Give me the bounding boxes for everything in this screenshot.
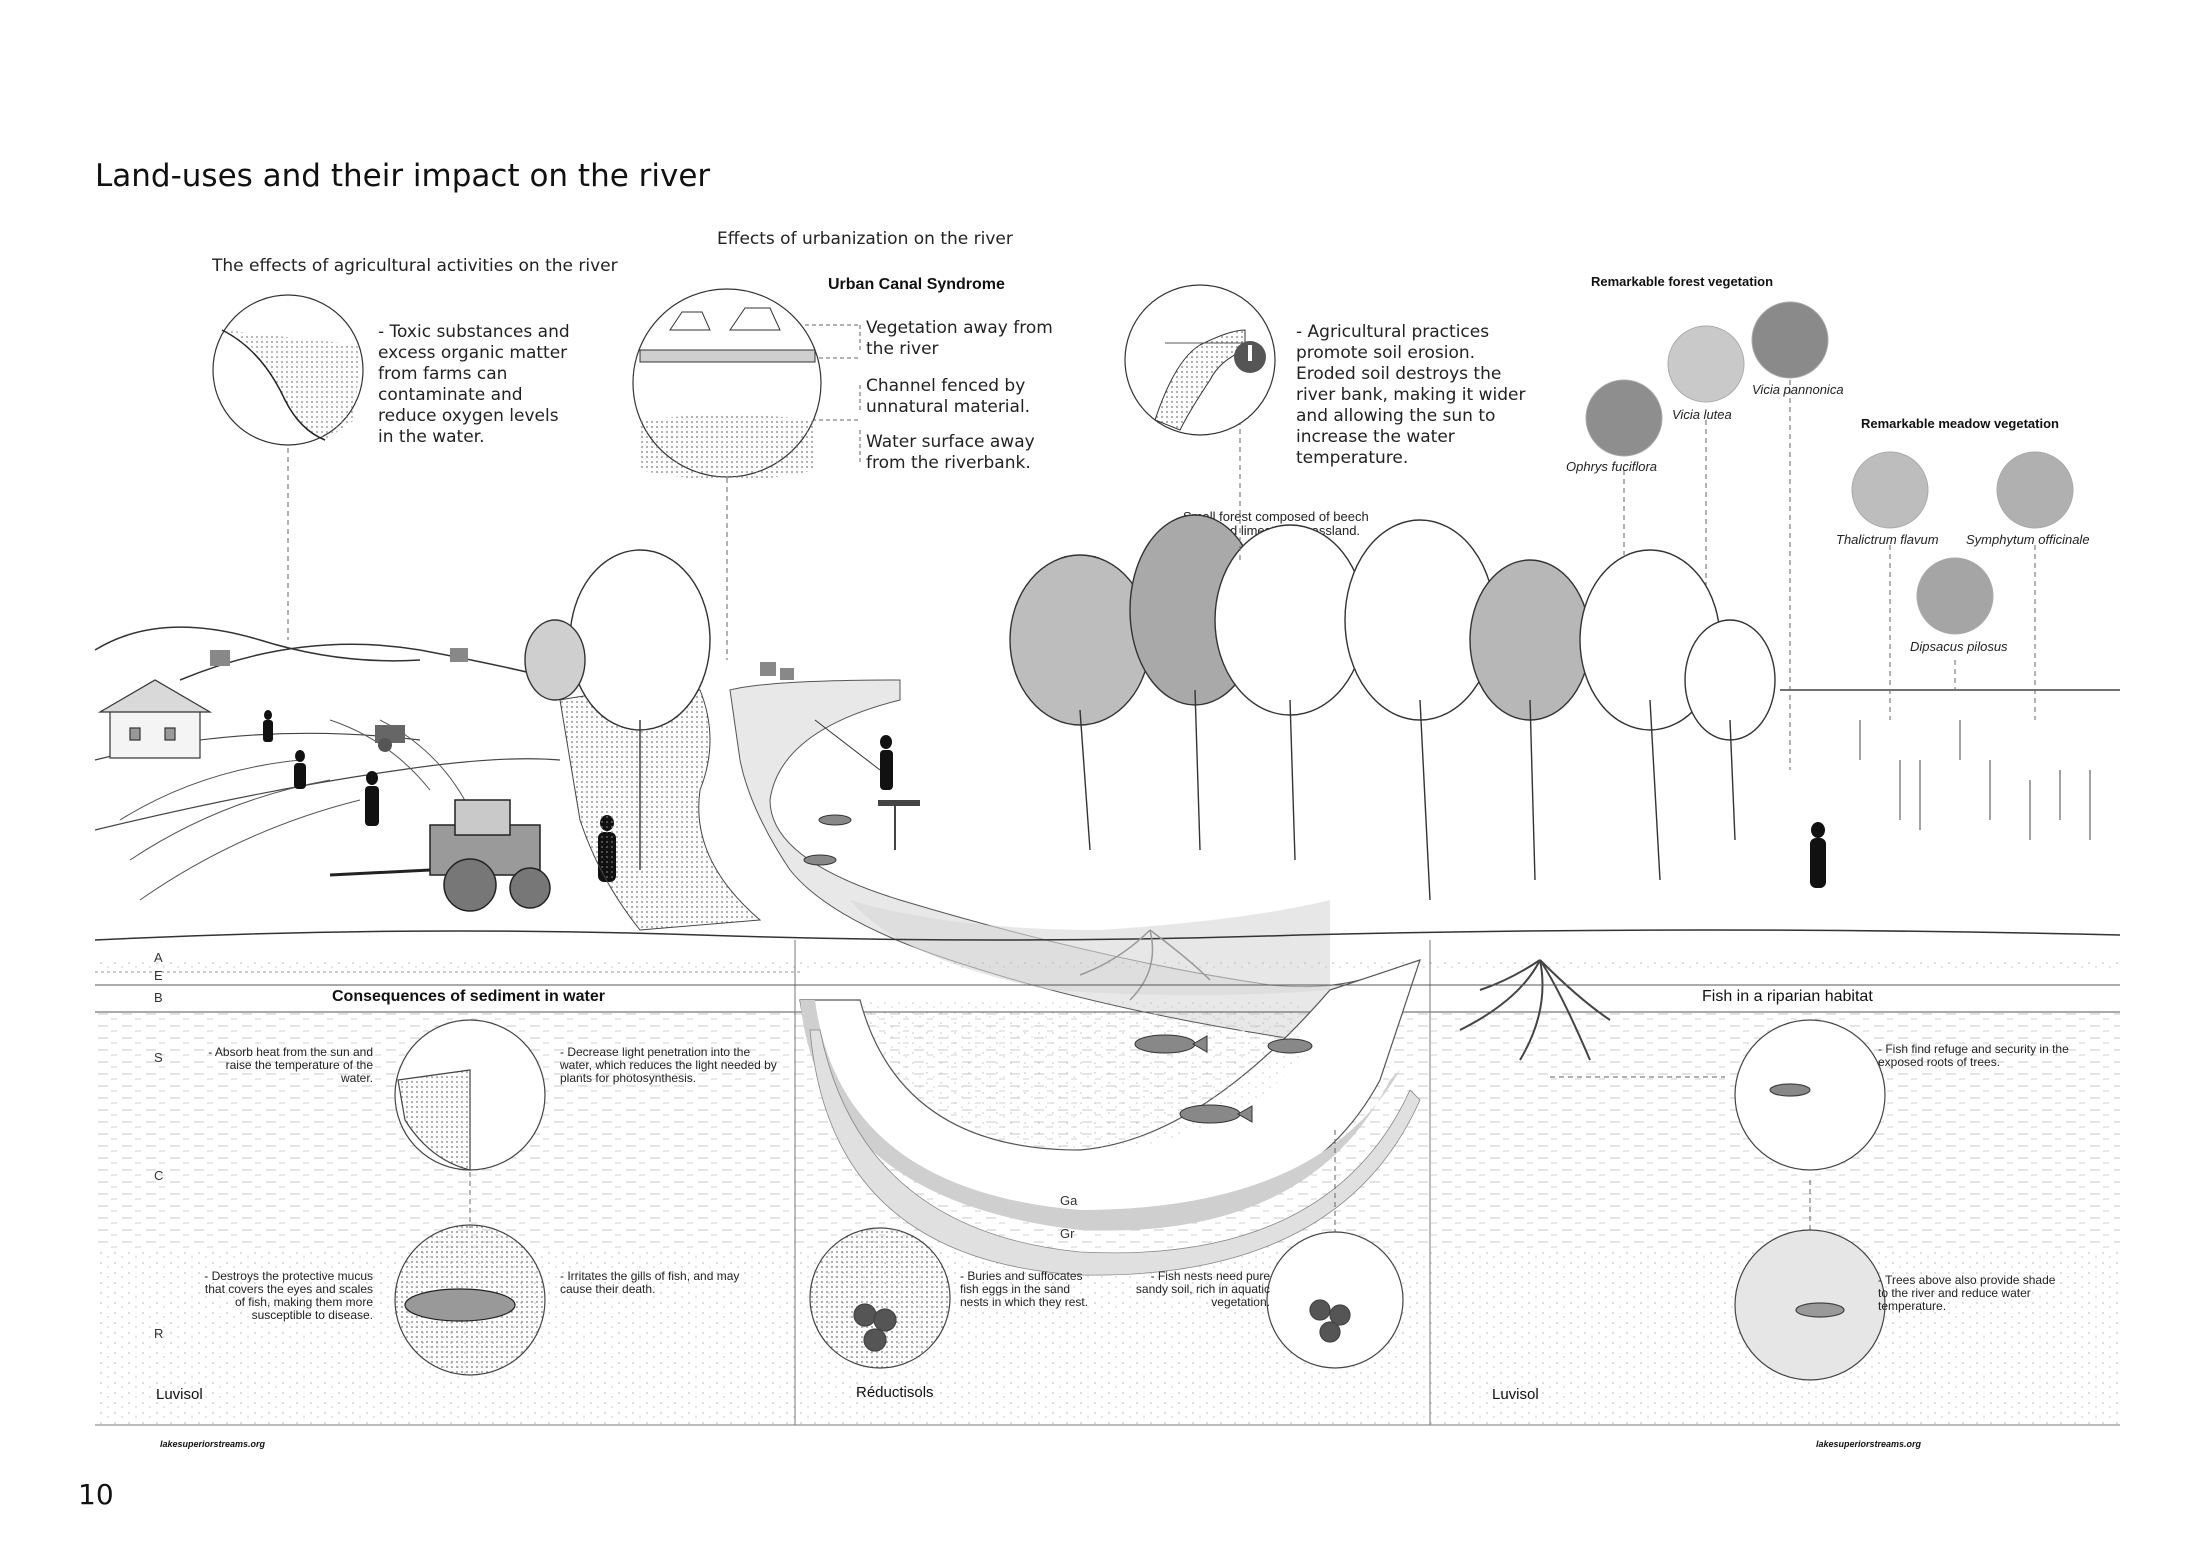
soil-luvisol-left: Luvisol [156, 1386, 203, 1403]
page-number: 10 [78, 1478, 114, 1511]
label-thalictrum: Thalictrum flavum [1836, 533, 1939, 547]
label-vicia-lutea: Vicia lutea [1672, 408, 1732, 422]
gr-label: Gr [1060, 1226, 1075, 1241]
soil-layer-s: S [154, 1050, 163, 1065]
urban-callout-channel: Channel fenced by unnatural material. [866, 376, 1066, 418]
absorb-callout: - Absorb heat from the sun and raise the… [208, 1046, 373, 1085]
buries-callout: - Buries and suffocates fish eggs in the… [960, 1270, 1090, 1309]
ga-label: Ga [1060, 1193, 1078, 1208]
shade-callout: - Trees above also provide shade to the … [1878, 1274, 2058, 1313]
soil-layer-a: A [154, 950, 163, 965]
label-symphytum: Symphytum officinale [1966, 533, 2090, 547]
refuge-callout: - Fish find refuge and security in the e… [1878, 1043, 2088, 1069]
soil-layer-b: B [154, 990, 163, 1005]
source-left: lakesuperiorstreams.org [160, 1439, 265, 1449]
label-dipsacus: Dipsacus pilosus [1910, 640, 2008, 654]
soil-layer-c: C [154, 1168, 163, 1183]
label-vicia-pannonica: Vicia pannonica [1752, 383, 1844, 397]
urban-callout-water: Water surface away from the riverbank. [866, 432, 1066, 474]
label-ophrys: Ophrys fuciflora [1566, 460, 1657, 474]
sediment-title: Consequences of sediment in water [332, 988, 605, 1006]
erosion-callout: - Agricultural practices promote soil er… [1296, 322, 1536, 469]
nests-callout: - Fish nests need pure sandy soil, rich … [1120, 1270, 1270, 1309]
soil-reductisols: Réductisols [856, 1384, 934, 1401]
source-right: lakesuperiorstreams.org [1816, 1439, 1921, 1449]
fish-habitat-title: Fish in a riparian habitat [1702, 988, 1873, 1006]
soil-layer-r: R [154, 1326, 163, 1341]
decrease-callout: - Decrease light penetration into the wa… [560, 1046, 780, 1085]
toxic-callout: - Toxic substances and excess organic ma… [378, 322, 578, 448]
urban-canal-circle [633, 289, 821, 480]
irritates-callout: - Irritates the gills of fish, and may c… [560, 1270, 760, 1296]
soil-layer-e: E [154, 968, 163, 983]
urban-callout-vegetation: Vegetation away from the river [866, 318, 1066, 360]
destroys-callout: - Destroys the protective mucus that cov… [195, 1270, 373, 1322]
erosion-circle [1125, 285, 1275, 435]
toxic-circle [213, 295, 363, 445]
soil-luvisol-right: Luvisol [1492, 1386, 1539, 1403]
